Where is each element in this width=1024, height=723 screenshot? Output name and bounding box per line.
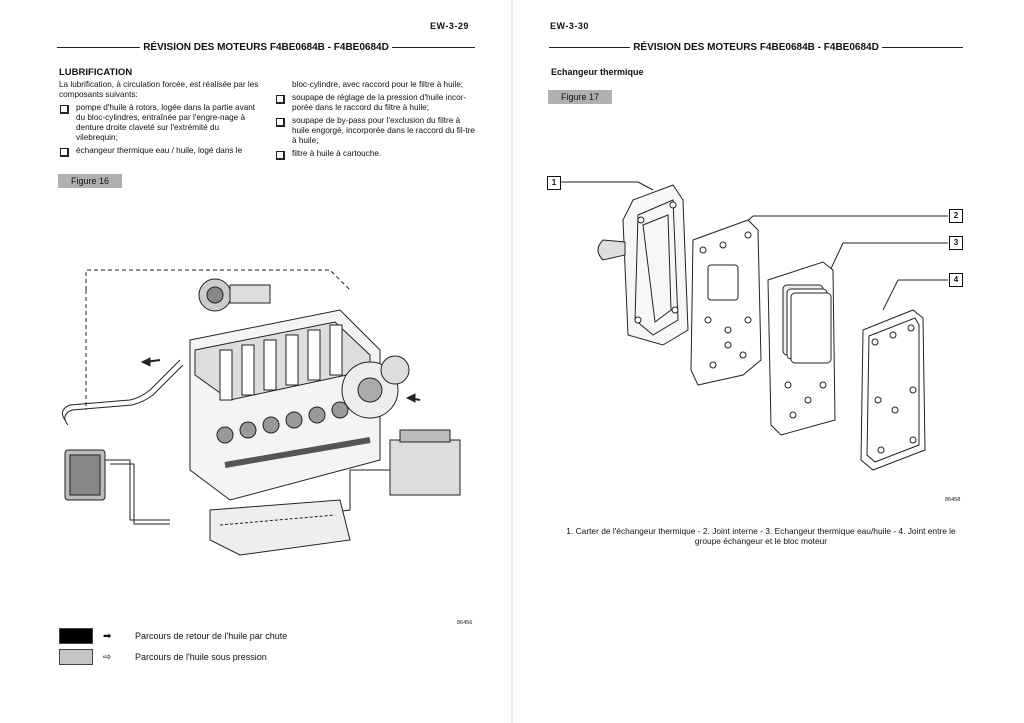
figure-caption: 1. Carter de l'échangeur thermique - 2. … [566,526,956,546]
figure-label: Figure 17 [548,90,612,104]
header-rule-right [881,46,964,48]
callout-2: 2 [949,209,963,223]
legend-swatch [59,628,93,644]
reference-code: 86458 [945,497,961,503]
callout-3: 3 [949,236,963,250]
list-item: échangeur thermique eau / huile, logé da… [59,146,256,157]
reference-code: 86456 [457,620,473,626]
callout-4: 4 [949,273,963,287]
page-header: RÉVISION DES MOTEURS F4BE0684B - F4BE068… [549,41,964,53]
section-title: Echangeur thermique [551,67,644,77]
legend-label: Parcours de retour de l'huile par chute [135,631,288,641]
header-title: RÉVISION DES MOTEURS F4BE0684B - F4BE068… [143,41,389,53]
callout-1: 1 [547,176,561,190]
hollow-arrow-right-icon: ⇨ [103,651,112,663]
page-number: EW-3-29 [430,21,469,31]
figure-label: Figure 16 [58,174,122,188]
engine-lubrication-diagram [61,269,461,556]
legend-label: Parcours de l'huile sous pression [135,652,267,662]
list-item: filtre à huile à cartouche. [275,149,475,160]
list-item: pompe d'huile à rotors, logée dans la pa… [59,103,256,143]
header-rule-right [391,46,476,48]
legend-item-return-oil: ➡ Parcours de retour de l'huile par chut… [59,628,287,644]
heat-exchanger-diagram [559,181,948,471]
arrow-right-icon: ➡ [103,630,112,642]
header-title: RÉVISION DES MOTEURS F4BE0684B - F4BE068… [633,41,879,53]
legend-item-pressure-oil: ⇨ Parcours de l'huile sous pression [59,649,267,665]
header-rule-left [57,46,141,48]
list-item: soupape de réglage de la pression d'huil… [275,93,475,113]
left-page: EW-3-29 RÉVISION DES MOTEURS F4BE0684B -… [0,0,511,723]
section-title: LUBRIFICATION [59,67,133,78]
header-rule-left [549,46,631,48]
intro-text: La lubrification, à circulation forcée, … [59,80,259,99]
text-column-2: bloc-cylindre, avec raccord pour le filt… [275,80,475,162]
legend-swatch [59,649,93,665]
list-continuation: bloc-cylindre, avec raccord pour le filt… [292,80,464,89]
page-header: RÉVISION DES MOTEURS F4BE0684B - F4BE068… [57,41,476,53]
right-page: EW-3-30 RÉVISION DES MOTEURS F4BE0684B -… [513,0,1024,723]
text-column-1: pompe d'huile à rotors, logée dans la pa… [59,103,256,159]
page-number: EW-3-30 [550,21,589,31]
list-item: soupape de by-pass pour l'exclusion du f… [275,116,475,146]
